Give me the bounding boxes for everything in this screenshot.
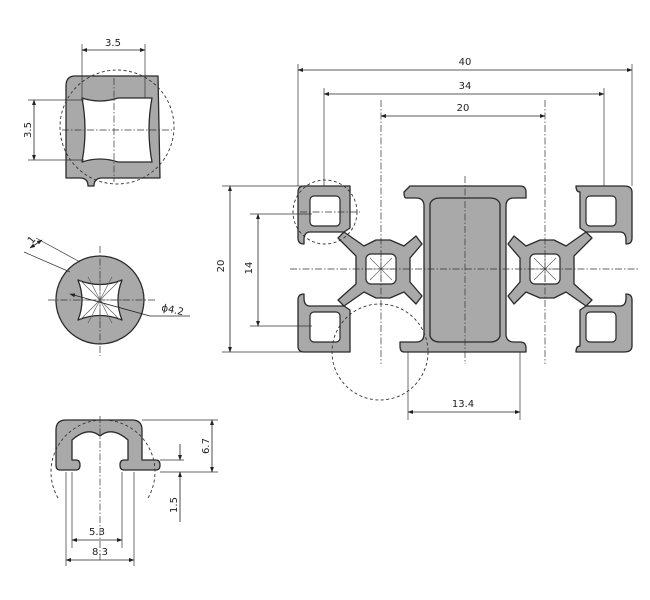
right-bottom-hole (585, 311, 617, 343)
center-spacing-label: 20 (457, 103, 470, 114)
round-hole-detail: 1 ϕ4.2 (23, 234, 190, 356)
square-hole-section (65, 75, 161, 187)
inner-height-label: 14 (244, 262, 255, 275)
left-node (297, 185, 423, 353)
diameter-label: ϕ4.2 (160, 303, 184, 318)
left-bottom-hole (309, 311, 341, 343)
slot-spacing-label: 34 (459, 81, 472, 92)
height-label: 20 (216, 260, 227, 273)
right-top-hole (585, 195, 617, 227)
slot-lip-label: 1.5 (169, 497, 180, 513)
profile-cross-section (290, 100, 640, 401)
wall-thickness-label: 1 (26, 234, 39, 246)
slot-width-label: 8.3 (92, 547, 108, 558)
slot-opening-label: 5.3 (89, 527, 105, 538)
total-width-label: 40 (459, 57, 472, 68)
callout-circle-top (292, 179, 358, 245)
slot-detail: 6.7 1.5 5.3 8.3 (50, 416, 218, 566)
slot-section (55, 419, 161, 471)
profile-dimensions: 40 34 20 20 14 13.4 (216, 57, 633, 420)
square-hole-width-label: 3.5 (105, 38, 121, 49)
square-hole-detail-circle (59, 69, 175, 185)
callout-circle-bottom (331, 303, 429, 401)
left-top-hole (309, 195, 341, 227)
square-hole-detail: 3.5 3.5 (23, 38, 175, 187)
cavity-width-label: 13.4 (452, 399, 474, 410)
slot-depth-label: 6.7 (201, 438, 212, 454)
round-hole-outer-circle (55, 255, 145, 345)
square-hole-height-label: 3.5 (23, 122, 34, 138)
